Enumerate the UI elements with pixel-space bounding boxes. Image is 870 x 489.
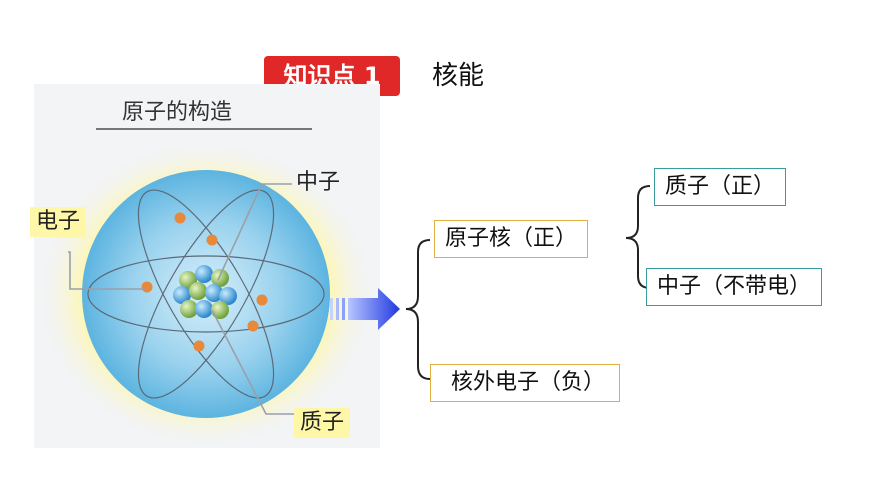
proton-ball — [173, 286, 191, 304]
electron-dot — [174, 212, 186, 224]
topic-title: 核能 — [432, 61, 485, 91]
orbit-tilted-b — [137, 189, 275, 399]
proton-box: 质子（正） — [654, 168, 787, 206]
orbit-tilted-a — [137, 189, 275, 399]
electron-dot — [256, 294, 268, 306]
electron-leader — [68, 251, 146, 290]
right-arrow-icon — [330, 288, 400, 330]
figure-title-underline — [96, 128, 312, 130]
neutron-box: 中子（不带电） — [646, 268, 823, 306]
neutron-label: 中子 — [296, 170, 341, 195]
curly-brace-icon — [405, 239, 431, 380]
nucleus — [173, 265, 237, 319]
neutron-ball — [180, 300, 198, 318]
proton-ball — [219, 287, 237, 305]
proton-ball — [195, 265, 213, 283]
proton-ball — [205, 284, 223, 302]
curly-brace-icon — [625, 185, 651, 289]
electrons-box: 核外电子（负） — [430, 364, 621, 402]
figure-title: 原子的构造 — [122, 100, 233, 125]
electron-label: 电子 — [30, 207, 87, 237]
atom-illustration — [36, 139, 376, 448]
electrons — [141, 212, 268, 352]
electron-dot — [247, 320, 259, 332]
electron-orbits — [87, 189, 325, 399]
neutron-ball — [189, 282, 207, 300]
neutron-leader — [217, 183, 292, 281]
proton-label: 质子 — [294, 408, 351, 438]
orbit-horizontal — [87, 255, 325, 333]
proton-ball — [195, 300, 213, 318]
nucleus-box: 原子核（正） — [434, 220, 589, 258]
neutron-ball — [211, 269, 229, 287]
neutron-ball — [211, 301, 229, 319]
label-leaders — [68, 183, 294, 415]
proton-leader — [211, 309, 294, 415]
electron-dot — [206, 234, 218, 246]
electron-dot — [193, 340, 205, 352]
